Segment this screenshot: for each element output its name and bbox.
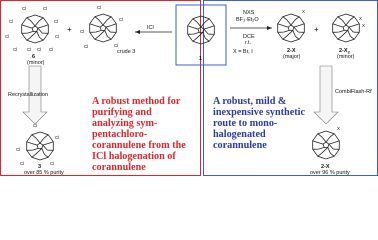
plus-sign: + — [314, 25, 319, 34]
compound-2x-pure: X 2-X over 96 % purity — [310, 126, 350, 176]
recrystallization-label: Recrystallization — [8, 92, 48, 98]
reaction-scheme: Cl Cl Cl Cl Cl Cl Cl Cl Cl Cl 6 (minor) … — [5, 4, 372, 176]
2x-note: (major) — [283, 54, 301, 60]
red-summary-text: A robust method for purifying and analyz… — [92, 96, 186, 173]
cl-atom: Cl — [119, 17, 123, 22]
plus-sign: + — [67, 25, 72, 34]
compound-3-purity: over 85 % purity — [24, 170, 64, 176]
compound-6: Cl Cl Cl Cl Cl Cl Cl Cl Cl Cl 6 (minor) — [5, 6, 59, 66]
dce-solvent: DCE — [243, 34, 255, 40]
compound-2x2-minor: X X 2-X2 (minor) — [332, 13, 365, 60]
compound-3-label: 3 — [38, 164, 41, 170]
cl-atom: Cl — [16, 147, 20, 152]
cl-atom: Cl — [9, 19, 13, 24]
icl-reagent: ICl — [147, 25, 154, 31]
crude-3-label: crude 3 — [117, 49, 135, 55]
cl-atom: Cl — [37, 47, 41, 52]
cl-atom: Cl — [43, 6, 47, 11]
cl-atom: Cl — [22, 6, 26, 11]
blue-summary-text: A robust, mild & inexpensive synthetic r… — [213, 96, 305, 151]
x-atom: X — [359, 16, 362, 21]
combiflash-label: CombiFlash-Rf — [335, 89, 372, 95]
2x-pure-purity: over 96 % purity — [310, 170, 350, 176]
cl-atom: Cl — [97, 5, 101, 10]
compound-2x-major: X 2-X (major) — [277, 9, 305, 60]
icl-arrow: ICl — [135, 25, 172, 34]
cl-atom: Cl — [84, 44, 88, 49]
cl-atom: Cl — [55, 34, 59, 39]
compound-6-note: (minor) — [27, 60, 45, 66]
cl-atom: Cl — [50, 161, 54, 166]
compound-3: Cl Cl Cl Cl Cl 3 over 85 % purity — [16, 123, 64, 176]
cl-atom: Cl — [13, 47, 17, 52]
cl-atom: Cl — [27, 47, 31, 52]
bf3-reagent: BF₃·Et₂O — [236, 17, 259, 23]
cl-atom: Cl — [114, 43, 118, 48]
rt-condition: r.t. — [245, 40, 252, 46]
recrystallization-arrow: Recrystallization — [8, 65, 48, 125]
2x-label: 2-X — [287, 48, 296, 54]
2x2-label: 2-X2 — [339, 48, 351, 55]
compound-1: 1 — [175, 4, 227, 66]
cl-atom: Cl — [80, 29, 84, 34]
cl-atom: Cl — [20, 161, 24, 166]
2x2-note: (minor) — [337, 54, 355, 60]
x-atom: X — [337, 126, 340, 131]
x-atom: X — [302, 9, 305, 14]
nxs-arrow: NXS BF₃·Et₂O DCE r.t. X = Br, I — [230, 10, 272, 55]
compound-1-label: 1 — [199, 56, 202, 62]
cl-atom: Cl — [49, 47, 53, 52]
compound-crude-3: Cl Cl Cl Cl Cl crude 3 — [80, 5, 135, 55]
cl-atom: Cl — [55, 135, 59, 140]
left-panel-frame — [0, 0, 201, 176]
nxs-reagent: NXS — [243, 10, 255, 16]
2x-pure-label: 2-X — [321, 164, 330, 170]
cl-atom: Cl — [54, 19, 58, 24]
x-atom: X — [362, 23, 365, 28]
combiflash-arrow: CombiFlash-Rf — [313, 65, 372, 125]
cl-atom: Cl — [33, 123, 37, 128]
cl-atom: Cl — [5, 34, 9, 39]
compound-6-label: 6 — [32, 54, 35, 60]
x-definition: X = Br, I — [233, 49, 253, 55]
